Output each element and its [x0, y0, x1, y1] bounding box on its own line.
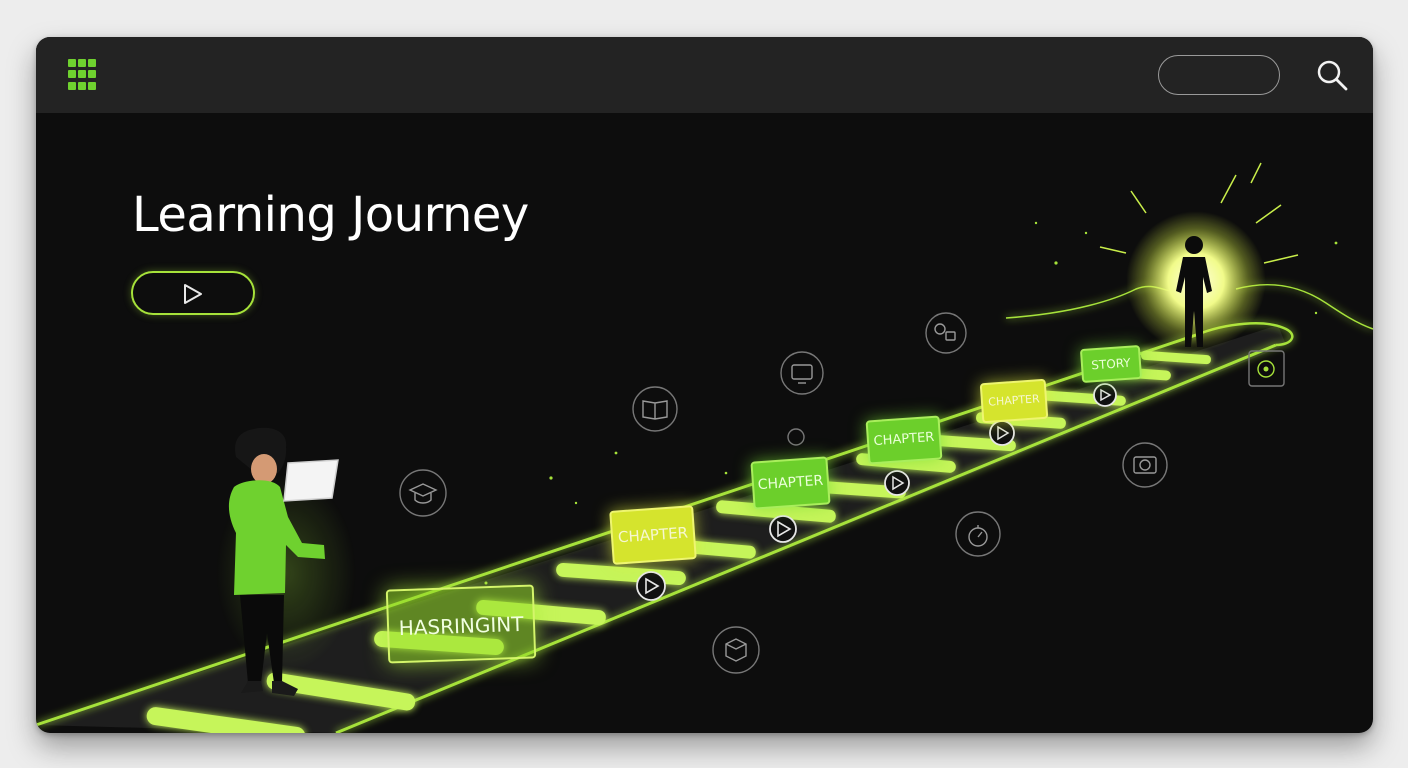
play-markers[interactable] [636, 383, 1117, 601]
badge-icon [787, 428, 805, 446]
sun-rays [1099, 162, 1299, 264]
cube-icon [712, 626, 760, 674]
top-bar [36, 37, 1373, 113]
stopwatch-icon [955, 511, 1001, 557]
chapter-card-2[interactable]: CHAPTER [750, 456, 831, 510]
play-icon [184, 284, 202, 304]
sparkles [484, 221, 1338, 585]
header-pill-button[interactable] [1158, 55, 1280, 95]
search-icon[interactable] [1314, 57, 1350, 93]
start-card[interactable]: HASRINGINT [385, 584, 537, 664]
grid-apps-icon[interactable] [68, 59, 100, 91]
start-card-label: HASRINGINT [398, 611, 524, 641]
chapter-card-3[interactable]: CHAPTER [865, 415, 943, 465]
goal-figure [1099, 162, 1299, 351]
journey-stage: HASRINGINT CHAPTER CHAPTER CHAPTER CHAPT… [36, 113, 1373, 733]
chapter-card-2-label: CHAPTER [757, 472, 824, 494]
chapter-card-1-label: CHAPTER [617, 523, 689, 547]
target-icon [1248, 350, 1285, 387]
chapter-card-3-label: CHAPTER [873, 429, 935, 450]
graduation-cap-icon [399, 469, 447, 517]
chapter-card-4-label: CHAPTER [987, 392, 1041, 409]
story-card-label: STORY [1090, 355, 1132, 373]
chapter-card-1[interactable]: CHAPTER [609, 505, 697, 565]
monitor-icon [780, 351, 824, 395]
settings-icon [925, 312, 967, 354]
student-figure [216, 427, 356, 696]
app-window: HASRINGINT CHAPTER CHAPTER CHAPTER CHAPT… [36, 37, 1373, 733]
camera-icon [1122, 442, 1168, 488]
page-title: Learning Journey [132, 187, 529, 243]
story-card[interactable]: STORY [1079, 344, 1143, 384]
chapter-card-4[interactable]: CHAPTER [979, 378, 1049, 424]
floating-icons [399, 312, 1285, 674]
book-icon [632, 386, 678, 432]
play-button[interactable] [131, 271, 255, 315]
